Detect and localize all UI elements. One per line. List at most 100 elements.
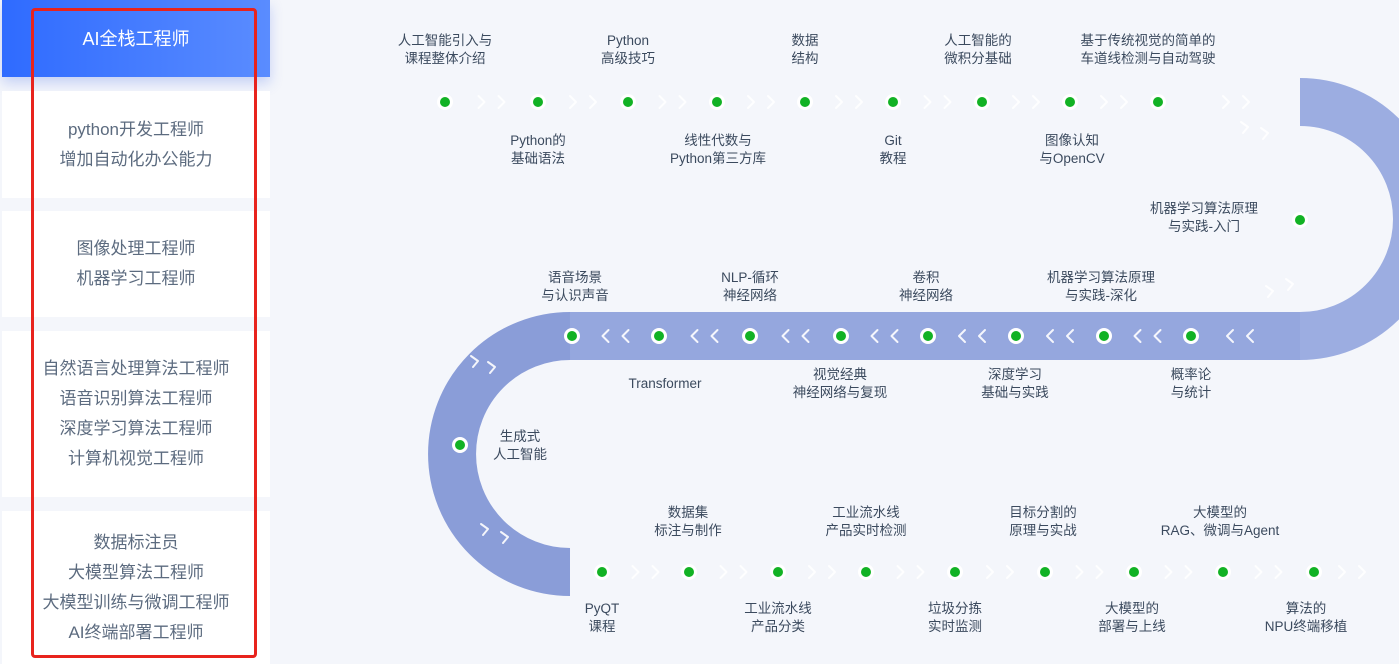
- chevron-right-icon: [1120, 95, 1128, 109]
- chevron-right-icon: [1222, 95, 1230, 109]
- chevron-right-icon: [651, 565, 660, 579]
- sidebar-item-nlp-cv[interactable]: 自然语言处理算法工程师 语音识别算法工程师 深度学习算法工程师 计算机视觉工程师: [2, 331, 270, 497]
- milestone-label: 工业流水线产品实时检测: [825, 505, 907, 538]
- chevron-left-icon: [781, 329, 790, 343]
- milestone-dot-center: [1153, 97, 1163, 107]
- milestone-label: 概率论与统计: [1170, 367, 1212, 400]
- chevron-left-icon: [601, 329, 610, 343]
- milestone-dot-center: [773, 567, 783, 577]
- milestone-label: 数据集标注与制作: [654, 505, 722, 538]
- sidebar-item-label: 语音识别算法工程师: [59, 389, 213, 408]
- chevron-left-icon: [1153, 329, 1162, 343]
- sidebar-item-label: 自然语言处理算法工程师: [42, 359, 230, 378]
- milestone-label: 机器学习算法原理与实践-入门: [1150, 201, 1258, 234]
- milestone-label: NLP-循环神经网络: [721, 270, 779, 303]
- sidebar-item-image-ml[interactable]: 图像处理工程师 机器学习工程师: [2, 211, 270, 317]
- chevron-right-icon: [477, 95, 486, 109]
- sidebar-item-label: 增加自动化办公能力: [59, 149, 213, 169]
- milestone-label: 数据结构: [791, 33, 819, 66]
- sidebar-item-python-dev[interactable]: python开发工程师 增加自动化办公能力: [2, 91, 270, 198]
- chevron-right-icon: [569, 95, 577, 109]
- milestone-label: 图像认知与OpenCV: [1039, 133, 1105, 166]
- chevron-curve-icon: [500, 531, 509, 544]
- chevron-right-icon: [1006, 565, 1014, 579]
- chevron-right-icon: [1254, 565, 1263, 579]
- roadmap-track: [350, 78, 1399, 596]
- milestone-label: 人工智能引入与课程整体介绍: [397, 33, 493, 66]
- chevron-curve-icon: [480, 523, 489, 536]
- milestone-label: 人工智能的微积分基础: [944, 33, 1012, 66]
- sidebar-item-ai-fullstack[interactable]: AI全栈工程师: [2, 0, 270, 77]
- chevron-right-icon: [828, 565, 836, 579]
- chevron-left-icon: [1046, 329, 1054, 343]
- chevron-left-icon: [1246, 329, 1254, 343]
- chevron-curve-icon: [487, 361, 496, 374]
- milestone-label: 目标分割的原理与实战: [1009, 505, 1077, 538]
- chevron-left-icon: [1066, 329, 1074, 343]
- chevron-left-icon: [958, 329, 966, 343]
- chevron-right-icon: [719, 565, 728, 579]
- milestone-dot-center: [684, 567, 694, 577]
- chevron-right-icon: [739, 565, 748, 579]
- milestone-label: 垃圾分拣实时监测: [928, 601, 982, 634]
- chevron-right-icon: [896, 565, 905, 579]
- chevron-right-icon: [1274, 565, 1283, 579]
- sidebar-item-label: 大模型训练与微调工程师: [42, 592, 230, 612]
- milestone-dots: [437, 94, 1322, 580]
- milestone-dot-center: [1129, 567, 1139, 577]
- chevron-right-icon: [808, 565, 816, 579]
- chevron-right-icon: [835, 95, 843, 109]
- milestone-dot-center: [800, 97, 810, 107]
- milestone-dot-center: [1040, 567, 1050, 577]
- chevron-right-icon: [1358, 565, 1366, 579]
- chevron-curve-icon: [1240, 121, 1249, 134]
- sidebar-item-label: 图像处理工程师: [76, 239, 196, 258]
- chevron-left-icon: [1226, 329, 1234, 343]
- chevron-right-icon: [855, 95, 863, 109]
- milestone-dot-center: [950, 567, 960, 577]
- chevron-right-icon: [678, 95, 687, 109]
- milestone-label: 工业流水线产品分类: [744, 601, 812, 634]
- sidebar-item-label: 计算机视觉工程师: [68, 449, 204, 468]
- chevron-right-icon: [767, 95, 775, 109]
- milestone-dot-center: [455, 440, 465, 450]
- milestone-dot-center: [623, 97, 633, 107]
- chevron-left-icon: [690, 329, 699, 343]
- milestone-dot-center: [1295, 215, 1305, 225]
- chevron-right-icon: [589, 95, 597, 109]
- milestone-label: 基于传统视觉的简单的车道线检测与自动驾驶: [1080, 33, 1216, 66]
- chevron-curve-icon: [1265, 285, 1274, 298]
- chevron-right-icon: [658, 95, 667, 109]
- sidebar-item-label: 数据标注员: [93, 532, 179, 552]
- chevron-right-icon: [747, 95, 755, 109]
- sidebar-item-label: AI终端部署工程师: [68, 622, 204, 642]
- sidebar-item-label: AI全栈工程师: [82, 28, 190, 49]
- milestone-dot-center: [1186, 331, 1196, 341]
- milestone-label: 深度学习基础与实践: [981, 367, 1049, 400]
- milestone-dot-center: [533, 97, 543, 107]
- chevron-right-icon: [1338, 565, 1346, 579]
- sidebar-item-llm[interactable]: 数据标注员 大模型算法工程师 大模型训练与微调工程师 AI终端部署工程师: [2, 511, 270, 664]
- milestone-dot-center: [597, 567, 607, 577]
- milestone-dot-center: [923, 331, 933, 341]
- career-sidebar: AI全栈工程师 python开发工程师 增加自动化办公能力 图像处理工程师 机器…: [0, 0, 270, 664]
- sidebar-item-label: 机器学习工程师: [76, 269, 196, 288]
- milestone-label: Python的基础语法: [510, 133, 566, 166]
- milestone-dot-center: [861, 567, 871, 577]
- chevron-left-icon: [870, 329, 879, 343]
- chevron-arrows: [470, 95, 1366, 579]
- chevron-right-icon: [1164, 565, 1173, 579]
- milestone-dot-center: [1011, 331, 1021, 341]
- milestone-dot-center: [745, 331, 755, 341]
- milestone-label: 机器学习算法原理与实践-深化: [1047, 270, 1155, 303]
- milestone-label: 大模型的部署与上线: [1098, 601, 1166, 634]
- milestone-dot-center: [1065, 97, 1075, 107]
- chevron-right-icon: [1032, 95, 1040, 109]
- milestone-dot-center: [1218, 567, 1228, 577]
- chevron-right-icon: [1012, 95, 1020, 109]
- chevron-right-icon: [497, 95, 506, 109]
